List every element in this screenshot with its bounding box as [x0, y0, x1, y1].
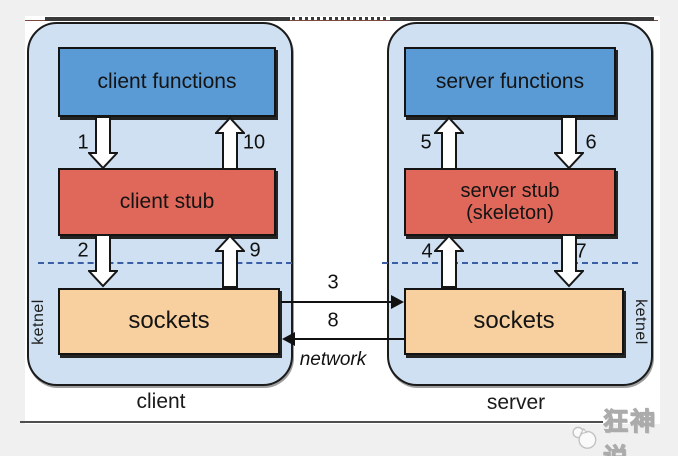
client-kernel-boundary-dashed-line [38, 262, 292, 264]
client-functions-label: client functions [97, 70, 237, 94]
server-sockets-label: sockets [473, 307, 555, 335]
client-stub-label: client stub [119, 190, 215, 214]
step-label-2: 2 [77, 239, 89, 262]
watermark: 狂神说 [568, 402, 678, 456]
arrow-up-step5-icon [434, 116, 464, 170]
step-label-5: 5 [420, 131, 432, 154]
arrow-down-step2-icon [88, 234, 118, 288]
client-functions-box: client functions [58, 47, 276, 117]
bottom-divider-line [20, 421, 603, 423]
server-kernel-label: ketnel [632, 299, 649, 345]
step-label-6: 6 [585, 131, 597, 154]
client-section-label: client [136, 390, 186, 413]
arrow-up-step9-icon [215, 234, 245, 288]
arrow-up-step10-icon [215, 116, 245, 170]
step-label-1: 1 [77, 131, 89, 154]
top-crop-line [25, 20, 658, 21]
network-arrow-step8-line [294, 338, 404, 340]
step-label-3: 3 [327, 271, 339, 294]
step-label-8: 8 [327, 309, 339, 332]
step-label-9: 9 [249, 239, 261, 262]
client-sockets-box: sockets [58, 288, 280, 355]
network-arrow-step8-head-icon [282, 332, 295, 346]
watermark-text: 狂神说 [603, 408, 658, 456]
client-kernel-label: ketnel [30, 299, 47, 345]
arrow-down-step1-icon [88, 116, 118, 170]
server-stub-box: server stub (skeleton) [404, 168, 616, 236]
client-sockets-label: sockets [128, 307, 210, 335]
top-crop-segment-left [45, 17, 290, 21]
server-stub-label-line1: server stub [460, 179, 560, 202]
network-arrow-step3-line [281, 301, 393, 303]
server-section-label: server [486, 391, 546, 414]
step-label-7: 7 [575, 240, 587, 263]
server-functions-label: server functions [435, 70, 585, 94]
arrow-up-step4-icon [434, 234, 464, 288]
top-crop-segment-right [390, 17, 654, 21]
server-kernel-boundary-dashed-line [382, 262, 638, 264]
server-functions-box: server functions [404, 47, 616, 117]
watermark-cat-logo-icon [572, 426, 597, 449]
server-stub-label-line2: (skeleton) [466, 202, 554, 224]
server-sockets-box: sockets [404, 288, 624, 355]
arrow-down-step7-icon [554, 234, 584, 288]
client-stub-box: client stub [58, 168, 276, 236]
network-arrow-step3-head-icon [391, 295, 404, 309]
top-crop-dotted-segment [292, 17, 386, 20]
arrow-down-step6-icon [554, 116, 584, 170]
network-label: network [299, 349, 367, 370]
step-label-10: 10 [242, 131, 266, 154]
step-label-4: 4 [421, 240, 433, 263]
